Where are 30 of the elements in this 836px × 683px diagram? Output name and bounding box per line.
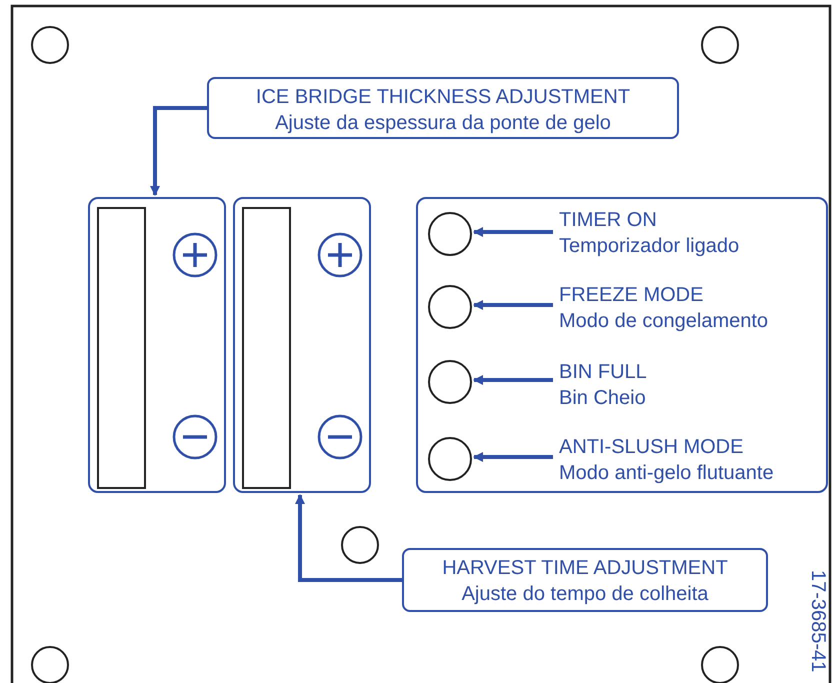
callout-translation: Bin Cheio	[559, 386, 647, 411]
indicator-light	[428, 437, 472, 481]
callout-heading: FREEZE MODE	[559, 283, 704, 308]
callout-heading: ICE BRIDGE THICKNESS ADJUSTMENT	[254, 85, 632, 110]
callout-box	[402, 548, 768, 612]
arrow	[295, 494, 402, 582]
indicator-panel	[416, 197, 828, 493]
callout-translation: Modo anti-gelo flutuante	[559, 461, 775, 486]
arrow	[473, 227, 553, 237]
indicator-light	[428, 212, 472, 256]
callout-translation: Ajuste do tempo de colheita	[460, 582, 710, 607]
callout-heading: HARVEST TIME ADJUSTMENT	[441, 556, 729, 581]
callout-heading: TIMER ON	[559, 208, 658, 233]
arrow	[473, 375, 553, 385]
drawing-number: 17-3685-41	[806, 570, 829, 672]
indicator-light	[428, 285, 472, 329]
callout-heading: ANTI-SLUSH MODE	[559, 435, 744, 460]
adjustment-panel	[233, 197, 371, 493]
callout-translation: Temporizador ligado	[559, 234, 740, 259]
callout-heading: BIN FULL	[559, 360, 648, 385]
arrow	[473, 452, 553, 462]
indicator-light	[428, 360, 472, 404]
callout-translation: Modo de congelamento	[559, 309, 770, 334]
display-slot	[97, 207, 146, 489]
callout-translation: Ajuste da espessura da ponte de gelo	[274, 111, 612, 136]
display-slot	[242, 207, 291, 489]
adjustment-panel	[88, 197, 226, 493]
arrow	[150, 106, 207, 196]
callout-box	[207, 77, 679, 139]
arrow	[473, 300, 553, 310]
